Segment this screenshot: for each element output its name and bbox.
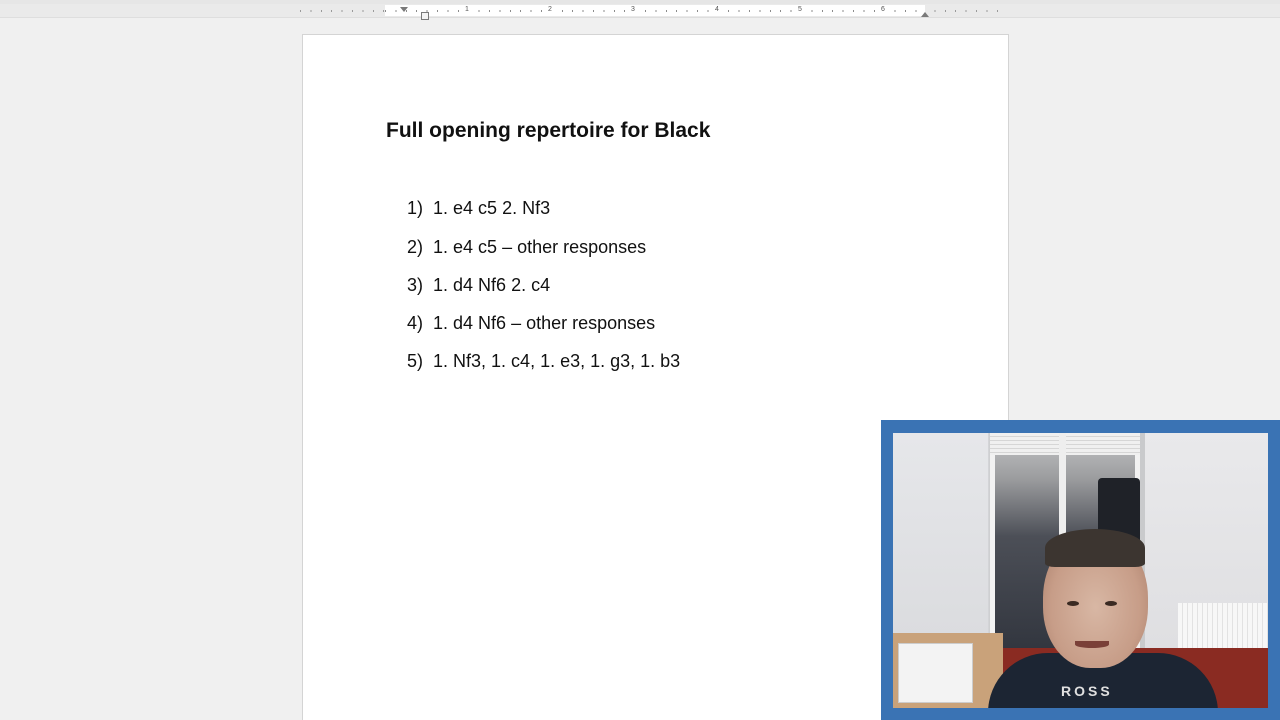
list-item-text: 1. e4 c5 – other responses xyxy=(433,237,647,257)
ruler-number: 3 xyxy=(630,5,636,14)
ruler-text-area xyxy=(385,5,925,16)
webcam-overlay: ROSS xyxy=(881,420,1280,720)
document-title: Full opening repertoire for Black xyxy=(386,119,711,142)
left-indent-marker[interactable] xyxy=(421,12,429,20)
ruler-number: 1 xyxy=(464,5,470,14)
right-indent-marker[interactable] xyxy=(921,12,929,17)
list-item-number: 5) xyxy=(407,351,424,371)
webcam-shirt-print: ROSS xyxy=(1061,683,1113,699)
first-line-indent-marker[interactable] xyxy=(400,7,408,12)
webcam-person-eye xyxy=(1067,601,1079,606)
list-item: 2) 1. e4 c5 – other responses xyxy=(407,237,646,258)
webcam-person-eye xyxy=(1105,601,1117,606)
ruler-number: 2 xyxy=(547,5,553,14)
list-item-text: 1. d4 Nf6 – other responses xyxy=(433,313,656,333)
ruler-number: 4 xyxy=(714,5,720,14)
list-item-number: 1) xyxy=(407,198,424,218)
horizontal-ruler[interactable]: 1 2 3 4 5 6 xyxy=(0,4,1280,20)
webcam-person-mouth xyxy=(1075,641,1109,648)
list-item: 1) 1. e4 c5 2. Nf3 xyxy=(407,198,550,219)
list-item-text: 1. e4 c5 2. Nf3 xyxy=(433,198,551,218)
list-item-number: 4) xyxy=(407,313,424,333)
webcam-video: ROSS xyxy=(893,433,1268,708)
list-item-number: 3) xyxy=(407,275,424,295)
list-item: 5) 1. Nf3, 1. c4, 1. e3, 1. g3, 1. b3 xyxy=(407,351,680,372)
list-item: 3) 1. d4 Nf6 2. c4 xyxy=(407,275,550,296)
ruler-number: 6 xyxy=(880,5,886,14)
webcam-papers xyxy=(898,643,973,703)
list-item: 4) 1. d4 Nf6 – other responses xyxy=(407,313,655,334)
list-item-text: 1. Nf3, 1. c4, 1. e3, 1. g3, 1. b3 xyxy=(433,351,681,371)
webcam-person-hair xyxy=(1045,529,1145,567)
list-item-text: 1. d4 Nf6 2. c4 xyxy=(433,275,551,295)
top-toolbar-edge xyxy=(0,0,1280,4)
list-item-number: 2) xyxy=(407,237,424,257)
ruler-number: 5 xyxy=(797,5,803,14)
